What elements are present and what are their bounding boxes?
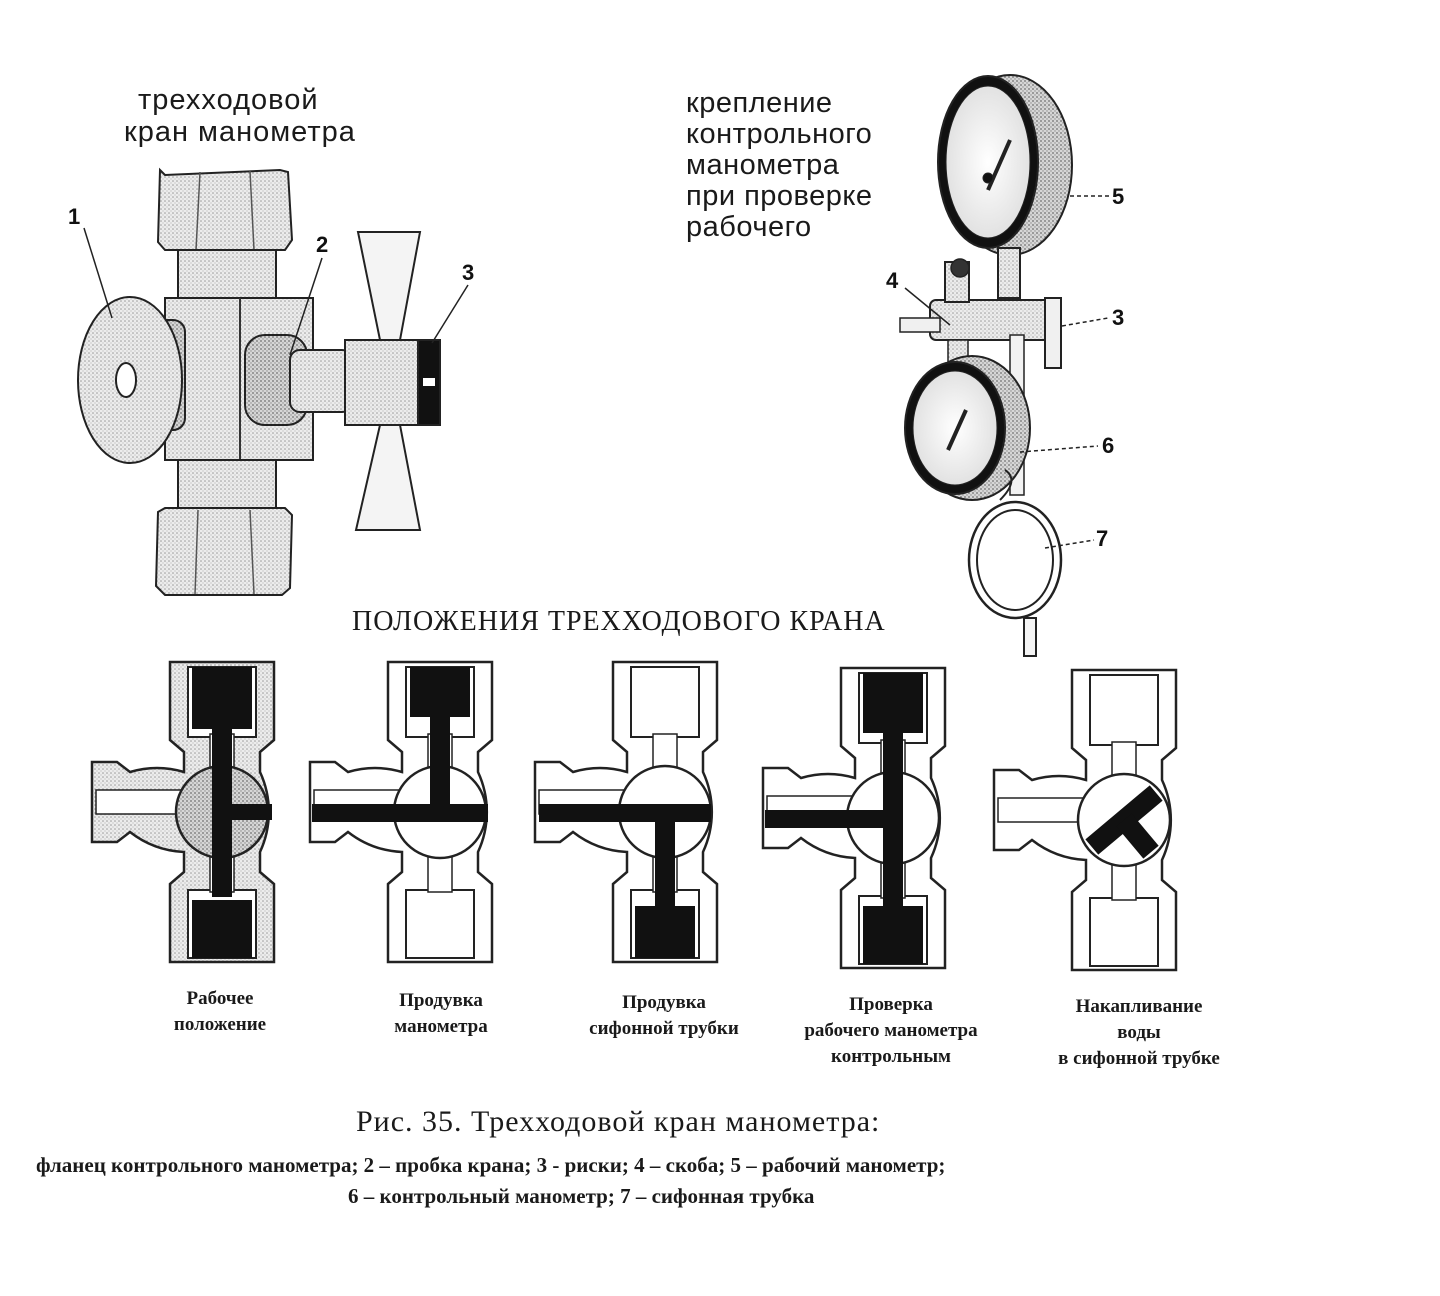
callout-2: 2 bbox=[316, 232, 329, 257]
callout-4: 4 bbox=[886, 268, 899, 293]
position-caption-check: Проверка рабочего манометра контрольным bbox=[778, 992, 1004, 1070]
caption-line: Проверка bbox=[849, 994, 933, 1015]
mount-title-line: при проверке bbox=[686, 180, 873, 212]
caption-line: сифонной трубки bbox=[589, 1018, 739, 1039]
gauge-mount-illustration bbox=[899, 74, 1073, 657]
callout-5: 5 bbox=[1112, 184, 1125, 209]
position-caption-working: Рабочее положение bbox=[140, 986, 300, 1038]
leader-lines-left bbox=[83, 227, 469, 356]
valve-title-line-1: трехходовой bbox=[138, 84, 319, 116]
callout-3-mount: 3 bbox=[1112, 305, 1125, 330]
caption-line: Продувка bbox=[399, 990, 483, 1011]
callout-6: 6 bbox=[1102, 433, 1115, 458]
caption-line: контрольным bbox=[831, 1046, 951, 1067]
callout-7: 7 bbox=[1096, 526, 1109, 551]
mount-title: крепление контрольного манометра при про… bbox=[686, 88, 873, 243]
caption-line: рабочего манометра bbox=[804, 1020, 978, 1041]
valve-title-line-2: кран манометра bbox=[124, 116, 356, 148]
valve-section-purge-gauge bbox=[308, 660, 494, 964]
callout-1: 1 bbox=[68, 204, 81, 229]
caption-line: в сифонной трубке bbox=[1058, 1048, 1220, 1069]
mount-title-line: контрольного bbox=[686, 118, 873, 150]
leader-lines-right bbox=[904, 195, 1110, 549]
position-caption-accumulate: Накапливание воды в сифонной трубке bbox=[1028, 994, 1250, 1072]
valve-positions-row bbox=[90, 660, 1178, 972]
valve-section-purge-siphon bbox=[533, 660, 719, 964]
callout-3-valve: 3 bbox=[462, 260, 475, 285]
caption-line: Продувка bbox=[622, 992, 706, 1013]
mount-title-line: манометра bbox=[686, 149, 840, 181]
mount-title-line: крепление bbox=[686, 87, 833, 119]
mount-title-line: рабочего bbox=[686, 211, 812, 243]
positions-title: ПОЛОЖЕНИЯ ТРЕХХОДОВОГО КРАНА bbox=[352, 606, 886, 637]
caption-line: манометра bbox=[394, 1016, 488, 1037]
position-caption-purge-siphon: Продувка сифонной трубки bbox=[566, 990, 762, 1042]
caption-line: воды bbox=[1117, 1022, 1161, 1043]
figure-title: Рис. 35. Трехходовой кран манометра: bbox=[356, 1105, 881, 1138]
caption-line: Рабочее bbox=[186, 988, 254, 1009]
caption-line: Накапливание bbox=[1075, 996, 1203, 1017]
three-way-valve-illustration bbox=[77, 167, 441, 596]
figure-legend-line-1: фланец контрольного манометра; 2 – пробк… bbox=[36, 1153, 946, 1177]
figure-legend-line-2: 6 – контрольный манометр; 7 – сифонная т… bbox=[348, 1184, 815, 1208]
valve-section-working bbox=[90, 660, 276, 964]
valve-section-accumulate bbox=[992, 668, 1178, 972]
caption-line: положение bbox=[173, 1014, 267, 1035]
position-caption-purge-gauge: Продувка манометра bbox=[356, 988, 526, 1040]
valve-section-check bbox=[761, 666, 947, 970]
